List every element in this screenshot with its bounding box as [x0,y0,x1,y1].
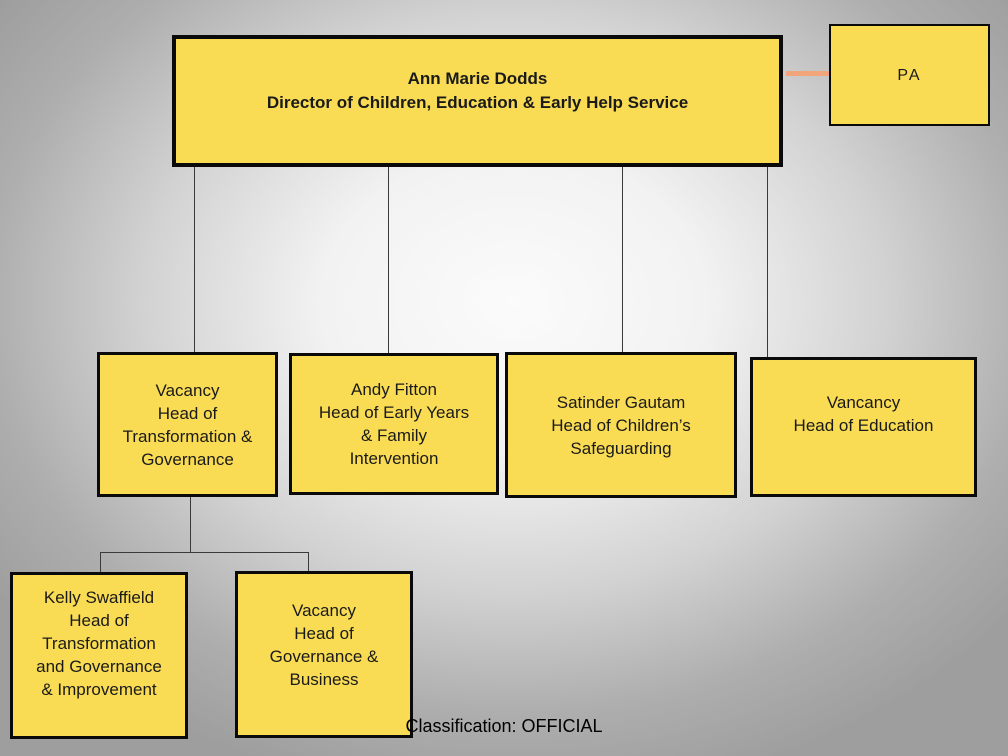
connector-director-to-pa [786,71,829,76]
box-text-line: Satinder Gautam [556,392,686,412]
box-text-line: Head of Early Years [318,403,470,422]
org-box-andy-fitton[interactable]: Andy Fitton Head of Early Years & Family… [289,353,499,495]
pa-label: PA [897,66,922,84]
box-text-line: Head of Education [793,416,934,435]
box-text-line: Intervention [349,449,439,468]
connector-transformation-down [190,497,191,552]
connector-director-to-safeguarding [622,167,623,352]
box-text-line: Governance [141,449,234,469]
box-text-line: Head of [69,610,129,630]
box-text-line: Head of Children’s [551,415,691,435]
director-title: Director of Children, Education & Early … [266,93,689,112]
org-box-director[interactable]: Ann Marie Dodds Director of Children, Ed… [172,35,783,167]
box-text-line: Andy Fitton [351,380,437,399]
org-box-pa[interactable]: PA [829,24,990,126]
box-text-line: and Governance [36,656,162,676]
org-box-vacancy-transformation-governance[interactable]: Vacancy Head of Transformation & Governa… [97,352,278,497]
box-text-line: Safeguarding [570,438,672,458]
connector-director-to-early-years [388,167,389,353]
org-box-satinder-gautam[interactable]: Satinder Gautam Head of Children’s Safeg… [505,352,737,498]
box-text-line: Kelly Swaffield [43,587,155,607]
connector-transformation-horizontal [100,552,309,553]
box-text-line: Transformation & [122,426,253,446]
connector-director-to-transformation [194,167,195,352]
box-text-line: Governance & [269,647,379,666]
box-text-line: Business [289,670,359,689]
box-text-line: Vancancy [826,393,901,412]
box-text-line: Vacancy [155,380,220,400]
box-text-line: & Improvement [41,679,157,699]
org-box-vacancy-governance-business[interactable]: Vacancy Head of Governance & Business [235,571,413,738]
org-box-kelly-swaffield[interactable]: Kelly Swaffield Head of Transformation a… [10,572,188,739]
box-text-line: Transformation [42,633,156,653]
classification-label: Classification: OFFICIAL [405,716,603,736]
org-box-vancancy-education[interactable]: Vancancy Head of Education [750,357,977,497]
connector-to-kelly-swaffield [100,552,101,572]
box-text-line: Vacancy [292,601,356,620]
box-text-line: Head of [294,624,354,643]
connector-director-to-education [767,167,768,357]
director-name: Ann Marie Dodds [407,69,548,88]
connector-to-governance-business [308,552,309,571]
box-text-line: Head of [157,403,218,423]
box-text-line: & Family [360,426,428,445]
